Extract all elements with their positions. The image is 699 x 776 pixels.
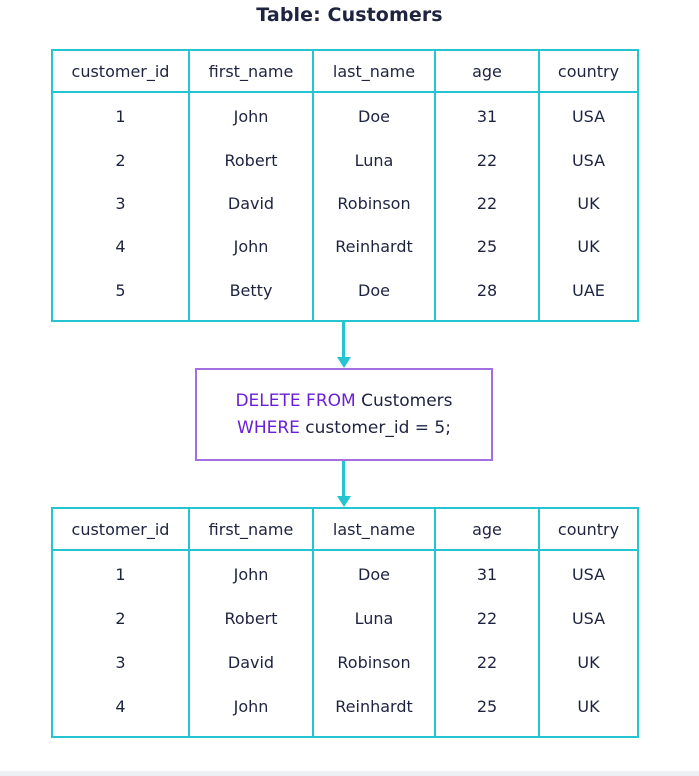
table-cell: Doe: [358, 565, 390, 585]
column-header-country: country: [557, 519, 620, 539]
table-cell: John: [233, 107, 269, 127]
sql-query-box: DELETE FROM Customers WHERE customer_id …: [195, 368, 493, 461]
column-header-age: age: [436, 509, 540, 549]
table-cell: UK: [577, 237, 600, 257]
table-cell: USA: [571, 565, 606, 585]
table-cell: Reinhardt: [335, 237, 413, 257]
table-cell: 22: [476, 193, 498, 213]
column-customer-id: 1 2 3 4 5: [53, 93, 190, 320]
column-header-first-name: first_name: [190, 51, 314, 91]
table-cell: John: [233, 565, 269, 585]
table-cell: Robert: [224, 609, 278, 629]
table-cell: Doe: [358, 107, 390, 127]
table-cell: 31: [476, 107, 498, 127]
table-cell: John: [233, 696, 269, 716]
column-customer-id: 1 2 3 4: [53, 551, 190, 736]
table-cell: USA: [571, 107, 606, 127]
column-header-age: age: [436, 51, 540, 91]
table-cell: 3: [115, 652, 126, 672]
page-bottom-divider: [0, 771, 699, 776]
table-cell: John: [233, 237, 269, 257]
table-cell: 25: [476, 696, 498, 716]
table-cell: Robert: [224, 150, 278, 170]
table-header: customer_id first_name last_name age cou…: [53, 509, 637, 551]
customers-table-before: customer_id first_name last_name age cou…: [51, 49, 639, 322]
column-last-name: Doe Luna Robinson Reinhardt: [314, 551, 436, 736]
sql-keyword: DELETE FROM: [235, 390, 356, 411]
table-cell: 31: [476, 565, 498, 585]
column-first-name: John Robert David John: [190, 551, 314, 736]
table-header: customer_id first_name last_name age cou…: [53, 51, 637, 93]
connector-line-top: [342, 322, 345, 358]
table-body: 1 2 3 4 John Robert David John Doe Luna …: [53, 551, 637, 736]
column-header-customer-id: customer_id: [53, 509, 190, 549]
connector-line-bottom: [342, 461, 345, 497]
column-header-first-name: first_name: [190, 509, 314, 549]
arrow-down-icon: [337, 496, 351, 507]
table-cell: 1: [115, 107, 126, 127]
sql-text: customer_id = 5;: [299, 417, 451, 438]
table-cell: 28: [476, 280, 498, 300]
table-body: 1 2 3 4 5 John Robert David John Betty D…: [53, 93, 637, 320]
table-cell: 3: [115, 193, 126, 213]
diagram-title: Table: Customers: [256, 4, 443, 26]
table-cell: 2: [115, 150, 126, 170]
query-line-1: DELETE FROM Customers: [235, 388, 452, 415]
table-cell: 4: [115, 237, 126, 257]
table-cell: UK: [577, 652, 600, 672]
table-cell: Betty: [229, 280, 273, 300]
table-cell: David: [227, 193, 275, 213]
column-header-last-name: last_name: [314, 51, 436, 91]
column-age: 31 22 22 25: [436, 551, 540, 736]
table-cell: 22: [476, 609, 498, 629]
table-cell: Robinson: [337, 652, 411, 672]
table-cell: USA: [571, 609, 606, 629]
column-country: USA USA UK UK UAE: [540, 93, 637, 320]
table-cell: Doe: [358, 280, 390, 300]
column-first-name: John Robert David John Betty: [190, 93, 314, 320]
customers-table-after: customer_id first_name last_name age cou…: [51, 507, 639, 738]
sql-text: Customers: [355, 390, 453, 411]
table-cell: 22: [476, 652, 498, 672]
table-cell: David: [227, 652, 275, 672]
column-age: 31 22 22 25 28: [436, 93, 540, 320]
column-header-customer-id: customer_id: [53, 51, 190, 91]
table-cell: Luna: [354, 150, 394, 170]
table-cell: UK: [577, 696, 600, 716]
table-cell: UAE: [572, 280, 605, 300]
table-cell: Reinhardt: [335, 696, 413, 716]
column-header-country: country: [557, 61, 620, 81]
table-cell: 22: [476, 150, 498, 170]
table-cell: Robinson: [337, 193, 411, 213]
column-last-name: Doe Luna Robinson Reinhardt Doe: [314, 93, 436, 320]
table-cell: 1: [115, 565, 126, 585]
table-cell: USA: [571, 150, 606, 170]
column-header-last-name: last_name: [314, 509, 436, 549]
sql-keyword: WHERE: [237, 417, 300, 438]
table-cell: 25: [476, 237, 498, 257]
table-cell: UK: [577, 193, 600, 213]
table-cell: 2: [115, 609, 126, 629]
column-country: USA USA UK UK: [540, 551, 637, 736]
query-line-2: WHERE customer_id = 5;: [237, 415, 451, 442]
table-cell: 5: [115, 280, 126, 300]
table-cell: Luna: [354, 609, 394, 629]
table-cell: 4: [115, 696, 126, 716]
arrow-down-icon: [337, 357, 351, 368]
